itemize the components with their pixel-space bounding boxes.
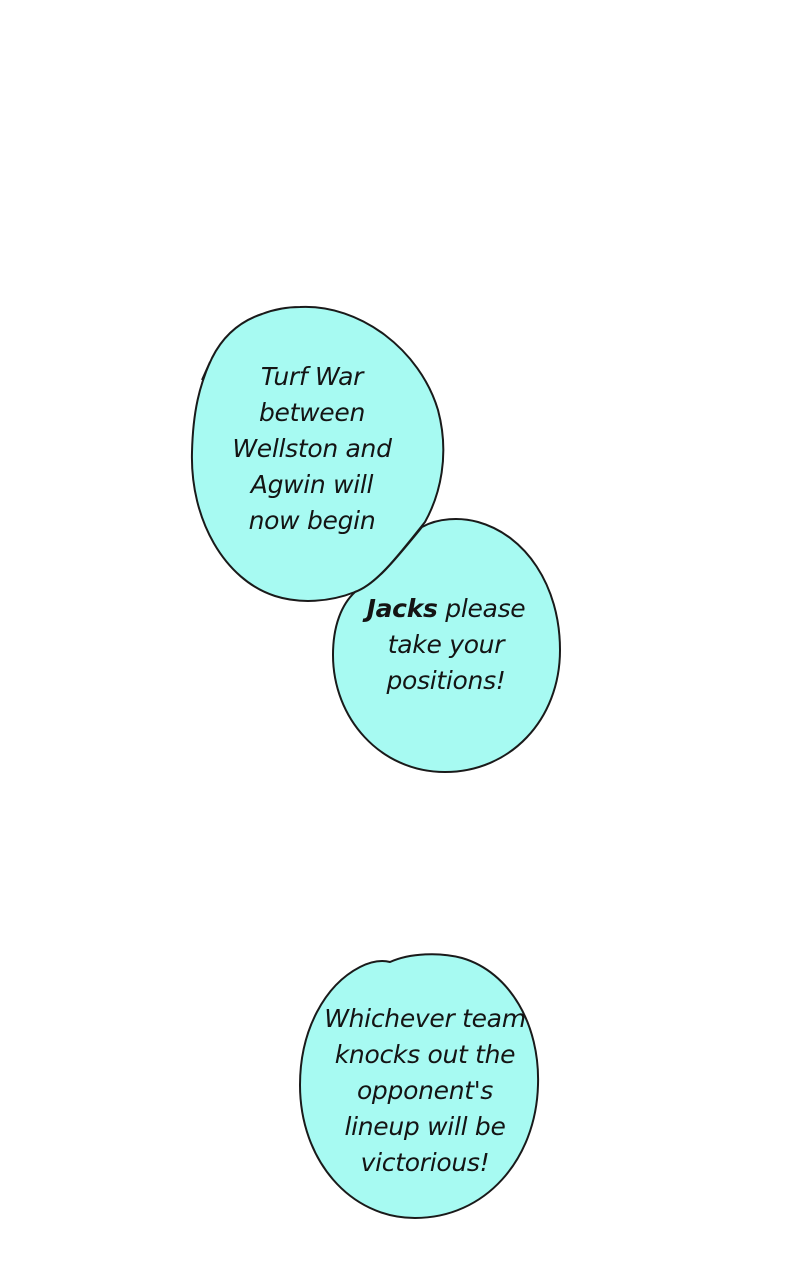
speech-bubble-3-shape: [298, 953, 540, 1220]
bubble-2-line-1: Jacks please: [346, 591, 546, 627]
bubble-3-line-5: victorious!: [360, 1148, 490, 1177]
bubble-2-line-3: positions!: [386, 666, 506, 695]
bubble-1-line-5: now begin: [248, 506, 376, 535]
bubble-3-line-4: lineup will be: [344, 1112, 506, 1141]
bubble-2-line-1-rest: please: [437, 594, 526, 623]
bubble-2-line-2: take your: [387, 630, 505, 659]
bubble-1-line-3: Wellston and: [232, 434, 392, 463]
bubble-2-bold-word: Jacks: [366, 594, 438, 623]
speech-bubble-1-text: Turf War between Wellston and Agwin will…: [212, 359, 412, 539]
bubble-1-line-2: between: [258, 398, 365, 427]
bubble-1-line-1: Turf War: [260, 362, 364, 391]
bubble-3-line-1: Whichever team: [324, 1004, 526, 1033]
bubble-3-line-2: knocks out the: [334, 1040, 516, 1069]
speech-bubble-2-shape: [331, 518, 562, 774]
bubble-1-line-4: Agwin will: [250, 470, 374, 499]
speech-bubble-2-text: Jacks please take your positions!: [346, 591, 546, 699]
speech-bubble-3-text: Whichever team knocks out the opponent's…: [315, 1001, 535, 1181]
bubble-3-line-3: opponent's: [356, 1076, 494, 1105]
speech-bubble-1-shape: [190, 305, 445, 602]
